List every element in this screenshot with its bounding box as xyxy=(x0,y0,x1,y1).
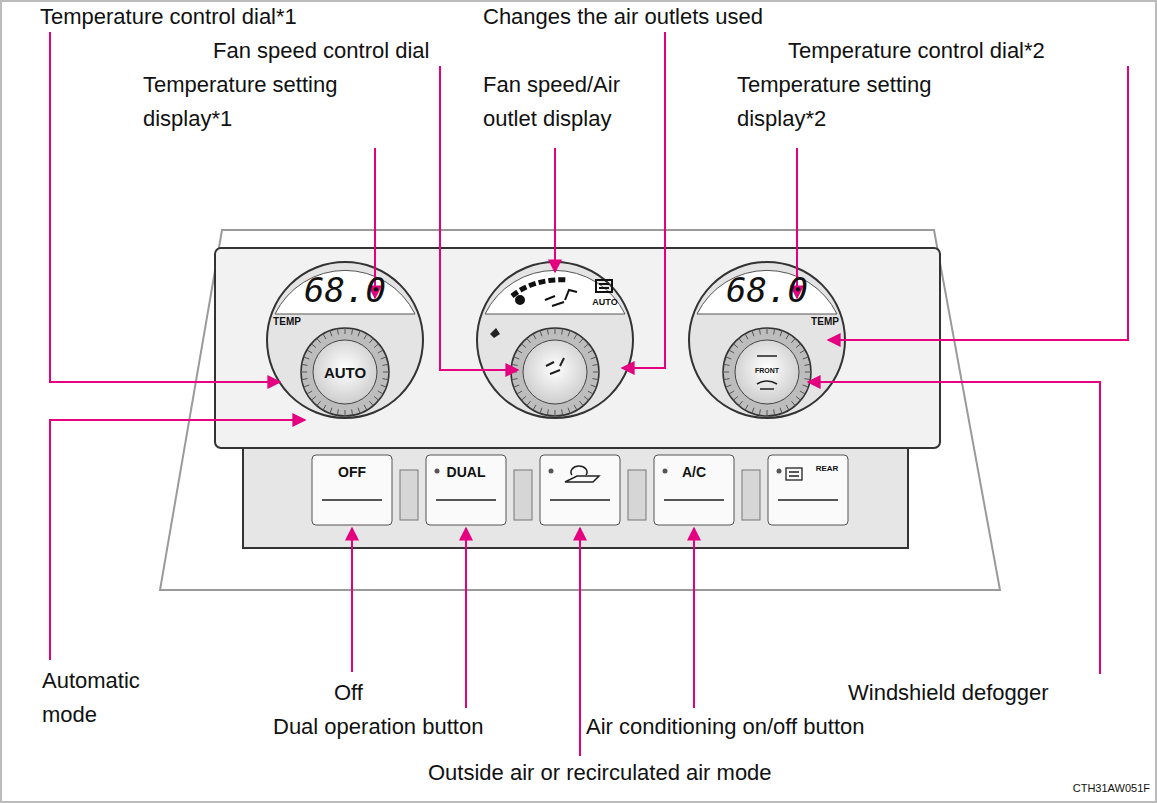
callout-label: Off xyxy=(334,676,363,710)
recirc-icon xyxy=(565,466,599,482)
button: REAR xyxy=(780,459,852,499)
button-text: REAR xyxy=(816,464,839,473)
panel-marking: 68.0 xyxy=(304,271,386,310)
button: DUAL xyxy=(430,459,502,499)
callout-label: Temperature control dial*1 xyxy=(40,0,360,34)
button-text: OFF xyxy=(338,464,366,480)
callout-label: Temperature setting display*2 xyxy=(737,68,952,136)
mode-icon xyxy=(546,358,564,374)
callout-label: Air conditioning on/off button xyxy=(586,710,864,744)
panel-marking: FRONT xyxy=(755,367,779,375)
dials xyxy=(267,262,845,418)
dial xyxy=(267,262,423,418)
button-text: DUAL xyxy=(447,464,486,480)
panel-marking: 68.0 xyxy=(726,271,808,310)
callout-label: Changes the air outlets used xyxy=(483,0,823,34)
panel-marking: TEMP xyxy=(811,316,839,328)
button: OFF xyxy=(316,459,388,499)
fan-symbol xyxy=(490,328,500,338)
callout-label: Temperature control dial*2 xyxy=(788,34,1108,68)
callout-label: Temperature setting display*1 xyxy=(143,68,358,136)
callout-label: Windshield defogger xyxy=(848,676,1049,710)
callout-label: Outside air or recirculated air mode xyxy=(428,756,772,790)
button: A/C xyxy=(658,459,730,499)
buttons xyxy=(312,455,848,525)
callout-label: Automatic mode xyxy=(42,664,162,732)
callout-label: CTH31AW051F xyxy=(1073,782,1150,795)
callout-label: Fan speed/Air outlet display xyxy=(483,68,653,136)
rear-defogger-icon xyxy=(786,468,802,480)
leader-lines xyxy=(50,32,1128,756)
dial xyxy=(477,262,633,418)
button-text: A/C xyxy=(682,464,706,480)
panel-marking: TEMP xyxy=(273,316,301,328)
dial xyxy=(689,262,845,418)
panel-marking: AUTO xyxy=(324,364,366,381)
panel-marking: AUTO xyxy=(592,297,617,307)
callout-label: Dual operation button xyxy=(273,710,483,744)
callout-label: Fan speed control dial xyxy=(213,34,473,68)
